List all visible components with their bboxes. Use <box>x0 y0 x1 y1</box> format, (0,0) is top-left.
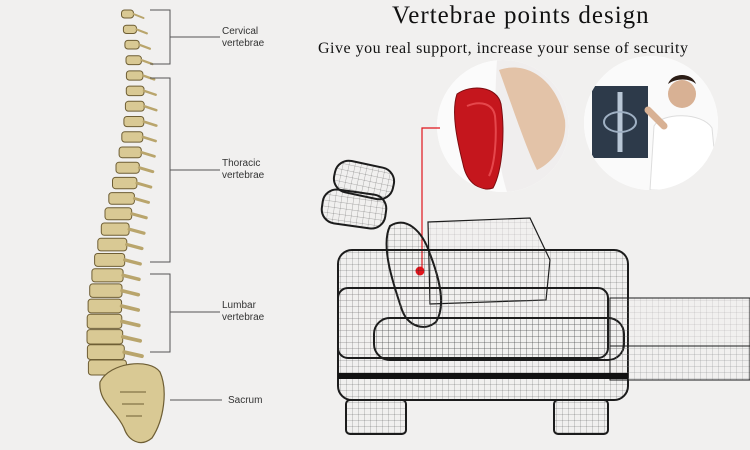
vertebra <box>118 146 142 159</box>
vertebra-process <box>141 135 157 143</box>
vertebra-process <box>142 120 158 127</box>
vertebra-process <box>141 74 156 81</box>
vertebra-process <box>127 227 146 235</box>
thoracic-label: Thoracic vertebrae <box>222 158 265 181</box>
sacrum-bone <box>99 363 165 443</box>
wireframe-sofa <box>320 159 750 435</box>
vertebra <box>97 237 128 252</box>
vertebra-process <box>142 104 158 112</box>
vertebra-process <box>137 166 155 174</box>
vertebra-process <box>130 212 148 220</box>
cervical-label: Cervical vertebrae <box>222 26 265 49</box>
vertebra-process <box>140 58 154 66</box>
doctor-xray-photo <box>584 56 718 190</box>
vertebra-process <box>138 43 151 50</box>
vertebra <box>89 283 123 298</box>
vertebra-process <box>123 258 142 266</box>
vertebra <box>94 253 126 267</box>
vertebra <box>125 55 142 66</box>
vertebra-process <box>132 13 145 19</box>
vertebra-process <box>120 288 141 297</box>
vertebra <box>125 85 145 97</box>
vertebra <box>124 39 140 50</box>
vertebra-process <box>135 28 148 35</box>
page-title: Vertebrae points design <box>392 2 650 29</box>
vertebra <box>100 222 130 236</box>
vertebra <box>86 344 125 360</box>
vertebra <box>122 24 138 35</box>
vertebrae-column <box>86 9 158 376</box>
vertebra <box>86 313 123 329</box>
vertebra-process <box>142 89 157 96</box>
vertebra-process <box>121 273 141 282</box>
vertebra-process <box>139 150 156 158</box>
vertebra <box>125 70 144 81</box>
lumbar-label: Lumbar vertebrae <box>222 300 265 323</box>
spine-illustration <box>86 9 165 443</box>
vertebra <box>123 116 145 128</box>
lumbar-cushion-photo <box>437 60 569 192</box>
vertebra-process <box>135 181 153 189</box>
vertebra-process <box>122 350 144 359</box>
vertebra-process <box>132 196 150 204</box>
vertebra <box>86 329 124 345</box>
vertebra <box>124 100 145 112</box>
vertebra <box>115 161 140 174</box>
vertebra <box>91 268 124 283</box>
vertebra <box>112 176 138 190</box>
vertebra-process <box>125 242 144 251</box>
vertebra <box>104 207 133 221</box>
sacrum-label: Sacrum <box>228 395 263 406</box>
vertebra <box>121 9 134 19</box>
vertebra-process <box>119 304 141 312</box>
vertebra <box>87 298 123 314</box>
label-brackets <box>150 9 222 401</box>
red-cushion <box>454 87 504 190</box>
vertebra <box>121 131 144 143</box>
vertebra-process <box>120 334 142 343</box>
vertebra <box>108 192 135 205</box>
vertebra-process <box>120 319 141 328</box>
page-subtitle: Give you real support, increase your sen… <box>318 40 689 57</box>
